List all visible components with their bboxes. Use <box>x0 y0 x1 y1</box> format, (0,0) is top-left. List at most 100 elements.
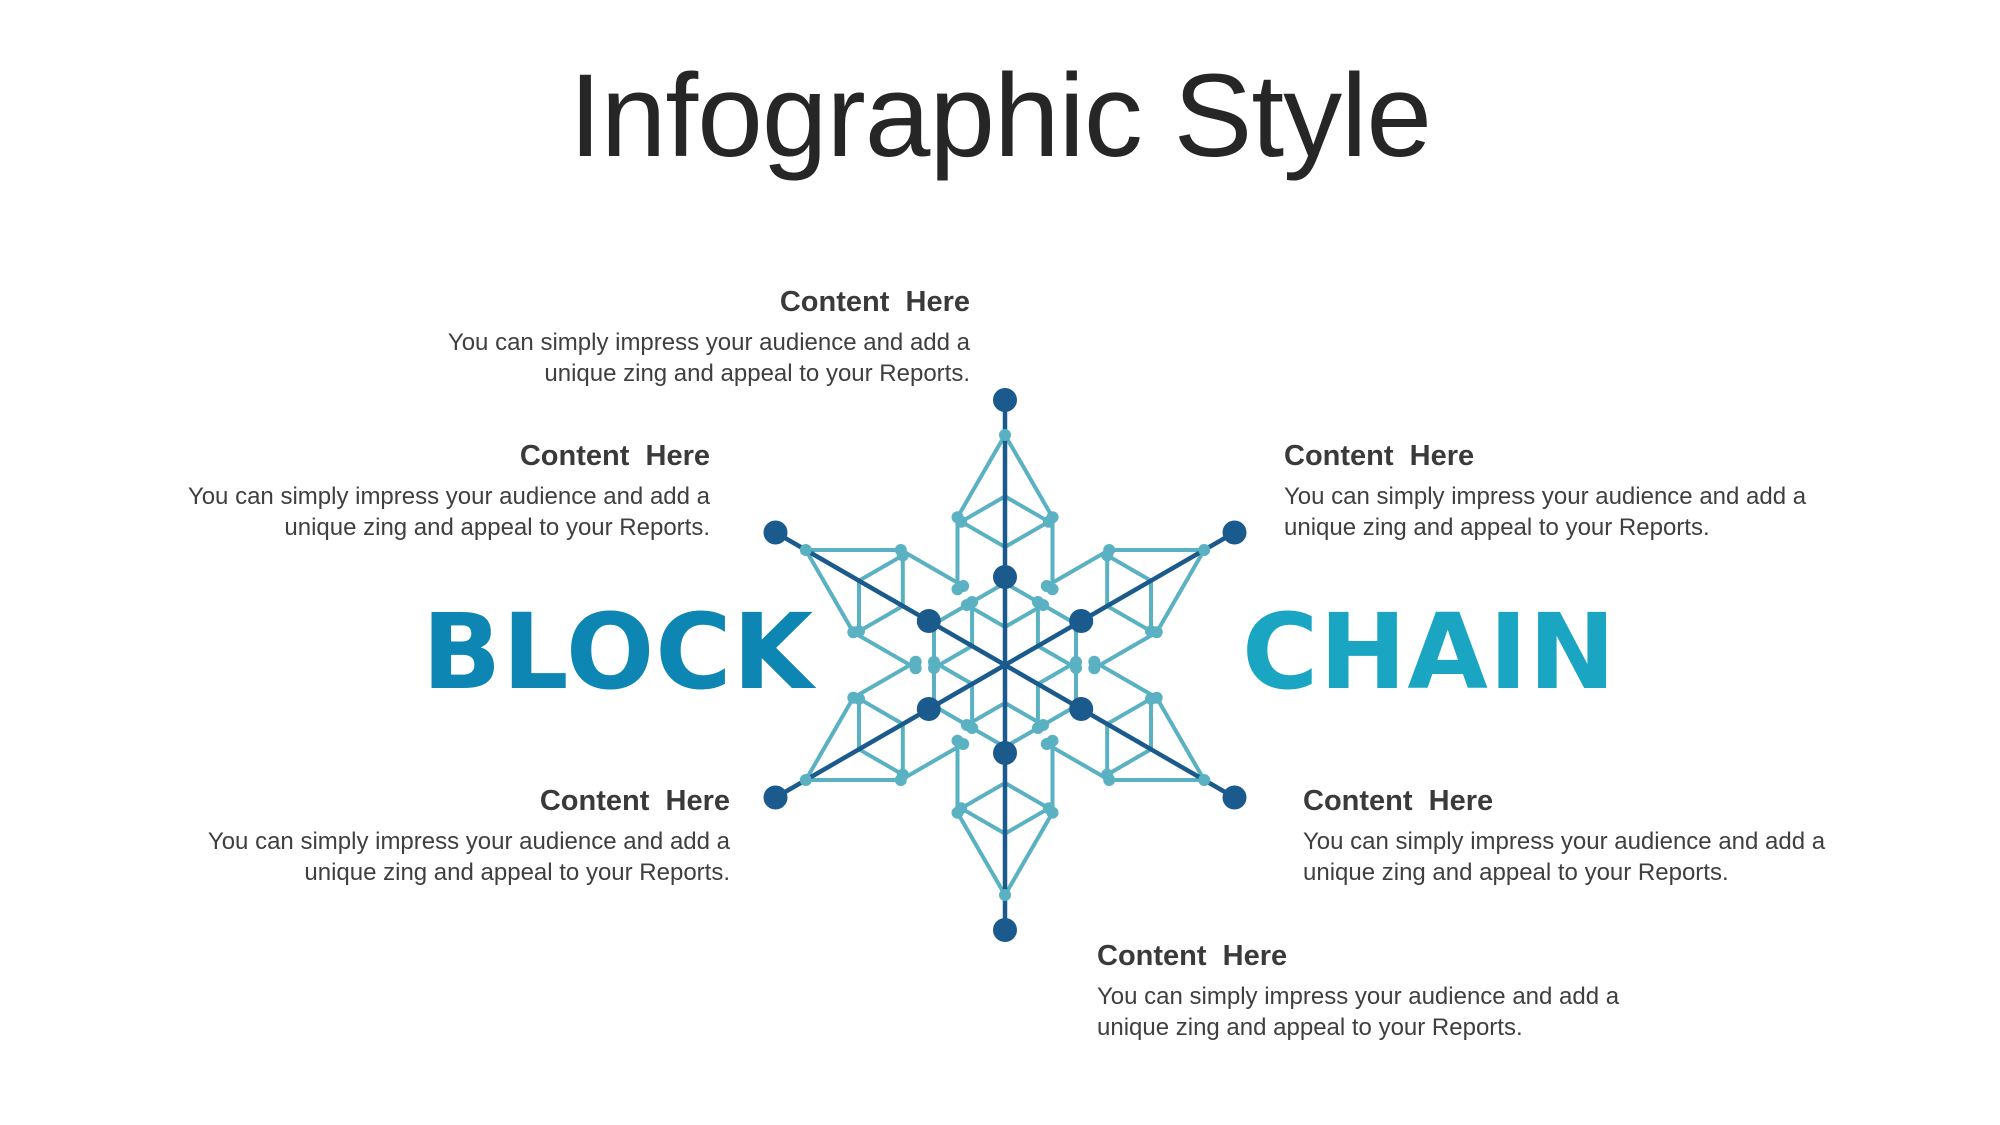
lattice-node <box>1103 544 1116 556</box>
callout-lower-left: Content Here You can simply impress your… <box>170 785 730 888</box>
callout-heading: Content Here <box>1303 785 1494 817</box>
spoke-inner-node <box>993 741 1017 765</box>
lattice-edge <box>1035 660 1079 686</box>
lattice-edge <box>1003 781 1051 811</box>
spoke-end-node <box>1222 785 1247 810</box>
lattice-node <box>1040 580 1053 592</box>
lattice-node <box>1198 774 1211 786</box>
lattice-edge <box>955 810 1007 897</box>
callout-text: You can simply impress your audience and… <box>1097 983 1620 1041</box>
spoke-inner-node <box>916 609 941 633</box>
spoke-end-node <box>1222 520 1247 545</box>
callout-heading: Content Here <box>1284 440 1475 472</box>
lattice-node <box>1103 774 1116 786</box>
spoke-inner-node <box>1069 697 1094 721</box>
lattice-edge <box>856 696 905 726</box>
lattice-edge <box>1003 810 1055 897</box>
lattice-edge <box>803 695 856 782</box>
lattice-edge <box>955 433 1007 520</box>
lattice-edge <box>851 630 918 671</box>
callout-text: You can simply impress your audience and… <box>187 483 710 541</box>
callout-heading: Content Here <box>519 440 710 472</box>
lattice-node <box>1070 656 1083 668</box>
lattice-node <box>1046 734 1059 747</box>
callout-top: Content Here You can simply impress your… <box>410 286 970 389</box>
lattice-edge <box>1003 806 1051 836</box>
block-word: BLOCK <box>422 591 815 713</box>
lattice-edge <box>856 553 905 583</box>
spoke-inner-node <box>993 565 1017 589</box>
lattice-node <box>799 774 812 786</box>
spoke-line <box>773 662 1008 800</box>
lattice-node <box>894 774 907 786</box>
spoke-line <box>773 530 1008 668</box>
lattice-edge <box>803 548 856 635</box>
spoke-end-node <box>763 785 788 810</box>
lattice-edge <box>1092 659 1159 700</box>
lattice-edge <box>1154 548 1207 635</box>
callout-text: You can simply impress your audience and… <box>1303 828 1826 886</box>
lattice-edge <box>931 644 975 670</box>
lattice-edge <box>1105 604 1154 634</box>
lattice-edge <box>1044 548 1112 588</box>
lattice-edge <box>1003 701 1046 727</box>
lattice-node <box>1150 691 1163 704</box>
lattice-edge <box>959 494 1007 524</box>
lattice-node <box>1150 626 1163 639</box>
spoke-end-node <box>993 918 1017 942</box>
lattice-node <box>1031 596 1044 608</box>
lattice-node <box>966 722 979 734</box>
lattice-edge <box>898 742 966 782</box>
lattice-node <box>909 662 922 675</box>
spoke-inner-node <box>916 697 941 721</box>
callout-text: You can simply impress your audience and… <box>207 828 730 886</box>
lattice-node <box>1046 511 1059 524</box>
lattice-edge <box>959 519 1007 549</box>
callout-upper-left: Content Here You can simply impress your… <box>150 440 710 543</box>
callout-upper-right: Content Here You can simply impress your… <box>1284 440 1844 543</box>
callout-heading: Content Here <box>779 286 970 318</box>
lattice-edge <box>851 659 918 700</box>
lattice-node <box>966 596 979 608</box>
lattice-node <box>951 511 964 524</box>
callout-heading: Content Here <box>1097 940 1288 972</box>
lattice-node <box>999 429 1011 441</box>
callout-lower-right: Content Here You can simply impress your… <box>1303 785 1863 888</box>
lattice-edge <box>1105 747 1154 777</box>
lattice-node <box>957 580 970 592</box>
lattice-node <box>1037 719 1050 731</box>
lattice-node <box>799 544 812 556</box>
lattice-edge <box>856 604 905 634</box>
lattice-edge <box>1154 695 1207 782</box>
lattice-node <box>847 626 860 639</box>
lattice-node <box>957 738 970 750</box>
page-title: Infographic Style <box>569 50 1432 182</box>
lattice-edge <box>959 781 1007 811</box>
lattice-edge <box>1003 519 1051 549</box>
lattice-node <box>927 662 940 674</box>
lattice-edge <box>1003 433 1055 520</box>
callout-bottom: Content Here You can simply impress your… <box>1097 940 1657 1043</box>
lattice-node <box>847 691 860 704</box>
lattice-edge <box>1003 494 1051 524</box>
callout-heading: Content Here <box>539 785 730 817</box>
spoke-inner-node <box>1069 609 1094 633</box>
lattice-node <box>1088 655 1101 668</box>
callout-text: You can simply impress your audience and… <box>1284 483 1807 541</box>
lattice-node <box>951 806 964 819</box>
lattice-edge <box>1092 630 1159 671</box>
lattice-node <box>1198 544 1211 556</box>
lattice-edge <box>959 806 1007 836</box>
lattice-node <box>1046 806 1059 819</box>
lattice-node <box>894 544 907 556</box>
lattice-edge <box>1044 742 1112 782</box>
spoke-end-node <box>763 520 788 545</box>
lattice-edge <box>856 747 905 777</box>
lattice-edge <box>898 548 966 588</box>
lattice-edge <box>1105 696 1154 726</box>
spoke-line <box>1002 530 1237 668</box>
callout-text: You can simply impress your audience and… <box>447 329 970 387</box>
spoke-end-node <box>993 388 1017 412</box>
chain-word: CHAIN <box>1242 591 1617 713</box>
